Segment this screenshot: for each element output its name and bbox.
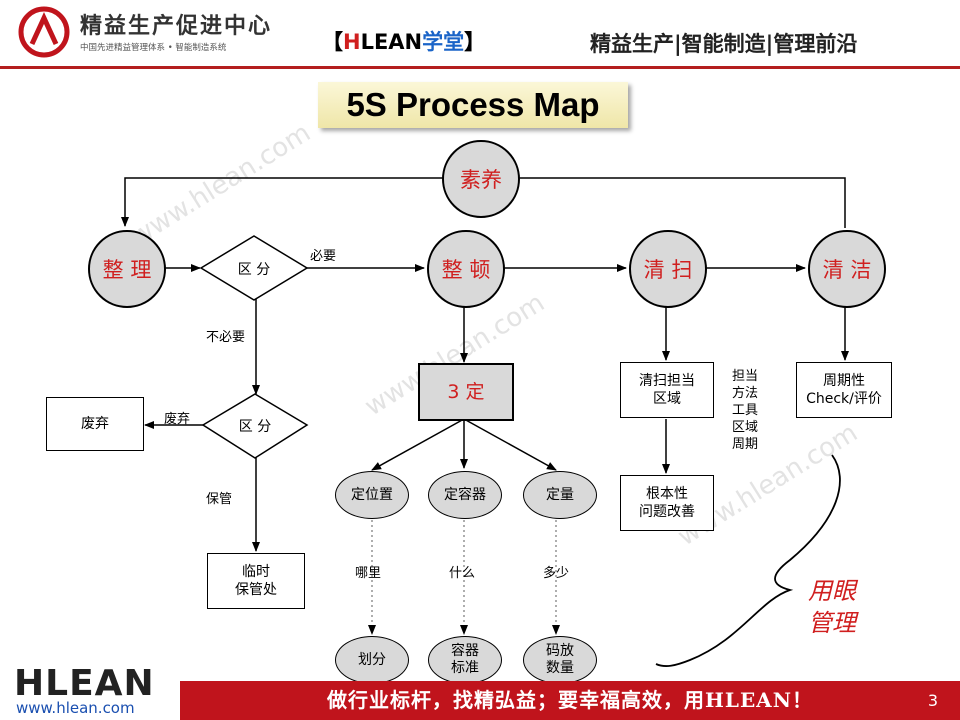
node-suyang: 素养 xyxy=(442,140,520,218)
node-fix-quantity: 定量 xyxy=(523,471,597,519)
label-responsibility-list: 担当 方法 工具 区域 周期 xyxy=(732,369,759,452)
node-divide: 划分 xyxy=(335,636,409,684)
header-divider xyxy=(0,66,960,69)
node-fix-location: 定位置 xyxy=(335,471,409,519)
diamond-classify-2: 区 分 xyxy=(238,419,272,435)
label-unnecessary: 不必要 xyxy=(206,330,246,345)
brand-subtitle: 中国先进精益管理体系 • 智能制造系统 xyxy=(80,43,227,53)
brand-name: 精益生产促进中心 xyxy=(80,14,273,39)
footer-slogan: 做行业标杆，找精弘益；要幸福高效，用HLEAN！ xyxy=(326,688,813,712)
node-zhengli: 整 理 xyxy=(88,230,166,308)
page-number: 3 xyxy=(927,691,938,710)
node-stack-quantity: 码放 数量 xyxy=(523,636,597,684)
node-fix-container: 定容器 xyxy=(428,471,502,519)
box-discard: 废弃 xyxy=(46,397,144,451)
box-root-cause: 根本性 问题改善 xyxy=(620,475,714,531)
label-discard: 废弃 xyxy=(164,412,191,427)
node-container-standard: 容器 标准 xyxy=(428,636,502,684)
eye-management-label: 用眼 管理 xyxy=(808,577,856,637)
node-qingjie: 清 洁 xyxy=(808,230,886,308)
node-qingsao: 清 扫 xyxy=(629,230,707,308)
box-three-fix: 3 定 xyxy=(418,363,514,421)
box-cleaning-area: 清扫担当 区域 xyxy=(620,362,714,418)
box-temp-storage: 临时 保管处 xyxy=(207,553,305,609)
footer-bar: 做行业标杆，找精弘益；要幸福高效，用HLEAN！ 3 xyxy=(180,681,960,720)
header: 精益生产促进中心 中国先进精益管理体系 • 智能制造系统 【HLEAN学堂】 精… xyxy=(0,0,960,70)
box-periodic-check: 周期性 Check/评价 xyxy=(796,362,892,418)
label-where: 哪里 xyxy=(355,566,382,581)
diamond-classify-1: 区 分 xyxy=(237,262,271,278)
footer-url[interactable]: www.hlean.com xyxy=(16,699,135,717)
label-keep: 保管 xyxy=(206,492,233,507)
node-zhengdun: 整 顿 xyxy=(427,230,505,308)
brand-logo-icon xyxy=(18,6,70,58)
label-necessary: 必要 xyxy=(310,249,337,264)
school-name: 【HLEAN学堂】 xyxy=(322,30,486,54)
page-title: 5S Process Map xyxy=(318,82,628,128)
header-slogan: 精益生产|智能制造|管理前沿 xyxy=(590,32,858,56)
label-what: 什么 xyxy=(449,566,476,581)
label-how-many: 多少 xyxy=(543,566,570,581)
footer-logo: HLEAN xyxy=(14,663,155,704)
